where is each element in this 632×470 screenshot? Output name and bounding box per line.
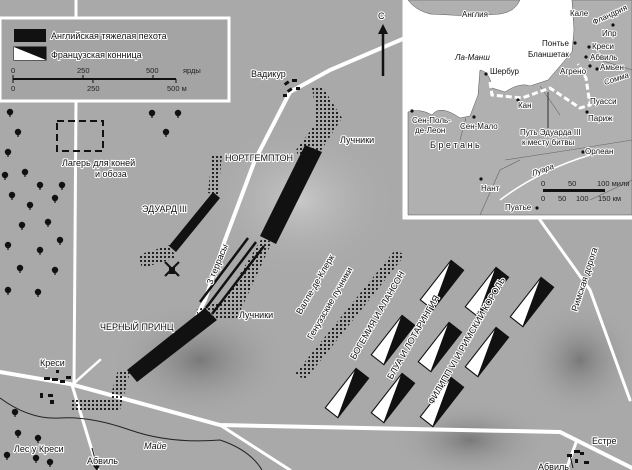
inset-calais: Кале xyxy=(570,9,589,18)
inset-nantes: Нант xyxy=(481,184,500,193)
archers-label-top: Лучники xyxy=(340,135,374,145)
maye-river xyxy=(0,397,263,470)
terraces xyxy=(199,237,265,315)
black-prince-division xyxy=(127,308,217,382)
crecy-forest-label: Лес у Креси xyxy=(14,444,64,454)
scale-m-0: 0 xyxy=(11,84,15,93)
crecy-label: Креси xyxy=(40,358,65,368)
inset-airaines: Агрено xyxy=(560,67,587,76)
inset-poitiers: Пуатье xyxy=(505,203,532,212)
inset-abbeville: Абвиль xyxy=(590,53,617,62)
archers-label-mid: Лучники xyxy=(239,310,273,320)
inset-scale-mi-50: 50 xyxy=(568,179,576,188)
windmill-icon xyxy=(164,261,180,277)
camp-enclosure xyxy=(56,120,104,152)
inset-ypres: Ипр xyxy=(602,29,617,38)
edward-label: ЭДУАРД III xyxy=(142,204,187,214)
english-infantry-swatch xyxy=(14,29,46,42)
north-label: С xyxy=(378,11,385,21)
inset-map xyxy=(402,0,632,220)
inset-st-pol-1: Сен-Поль- xyxy=(412,116,451,125)
edward-division xyxy=(169,192,220,252)
inset-amiens: Амьен xyxy=(600,63,624,72)
inset-route-2: к месту битвы xyxy=(522,138,575,147)
inset-channel: Ла-Манш xyxy=(454,53,490,62)
inset-scale-mi-100: 100 мили xyxy=(597,179,630,188)
scale-yard-unit: ярды xyxy=(183,66,201,75)
maye-label: Майе xyxy=(144,441,167,451)
abbeville-label-left: Абвиль xyxy=(87,456,118,466)
northampton-division xyxy=(260,145,322,244)
french-cavalry-swatch xyxy=(13,46,47,61)
abbeville-label-right: Абвиль xyxy=(538,462,569,470)
inset-caen: Кан xyxy=(518,101,532,110)
inset-crecy: Креси xyxy=(592,42,614,51)
inset-brittany: Б р е т а н ь xyxy=(430,140,480,150)
wadicourt-label: Вадикур xyxy=(251,69,286,79)
direction-arrow-icon xyxy=(91,447,574,470)
estree-label: Естре xyxy=(592,436,617,446)
inset-scale-km-150: 150 км xyxy=(598,194,621,203)
camp-label-1: Лагерь для коней xyxy=(62,158,135,168)
inset-route-1: Путь Эдуарда III xyxy=(520,128,581,137)
inset-scale-km-100: 100 xyxy=(576,194,589,203)
scale-m-500: 500 м xyxy=(167,84,187,93)
legend-english-label: Английская тяжелая пехота xyxy=(51,31,167,41)
inset-cherbourg: Шербур xyxy=(490,67,520,76)
inset-orleans: Орлеан xyxy=(585,147,613,156)
scale-yard-0: 0 xyxy=(11,66,15,75)
northampton-label: НОРТГЕМПТОН xyxy=(225,153,293,163)
legend-french-label: Французская конница xyxy=(51,50,142,60)
inset-scale-km-50: 50 xyxy=(558,194,566,203)
genoese-crossbowmen xyxy=(295,250,405,380)
inset-paris: Париж xyxy=(588,114,613,123)
inset-england: Англия xyxy=(462,10,488,19)
scale-yard-500: 500 xyxy=(146,66,159,75)
wadicourt-village-icon xyxy=(283,79,300,97)
crecy-village-icon xyxy=(40,370,71,404)
inset-scale-mi-0: 0 xyxy=(541,179,545,188)
estree-village-icon xyxy=(567,450,589,464)
inset-ponthieu: Понтье xyxy=(542,39,569,48)
inset-st-malo: Сен-Мало xyxy=(460,122,498,131)
scale-yard-250: 250 xyxy=(77,66,90,75)
inset-poissy: Пуасси xyxy=(590,97,617,106)
camp-label-2: и обоза xyxy=(95,169,127,179)
black-prince-label: ЧЕРНЫЙ ПРИНЦ xyxy=(100,321,174,332)
inset-st-pol-2: де-Леон xyxy=(415,126,445,135)
inset-scale-km-0: 0 xyxy=(541,194,545,203)
inset-blanchetaque: Бланшетак xyxy=(528,50,569,59)
north-arrow-icon xyxy=(378,24,388,76)
scale-m-250: 250 xyxy=(87,84,100,93)
